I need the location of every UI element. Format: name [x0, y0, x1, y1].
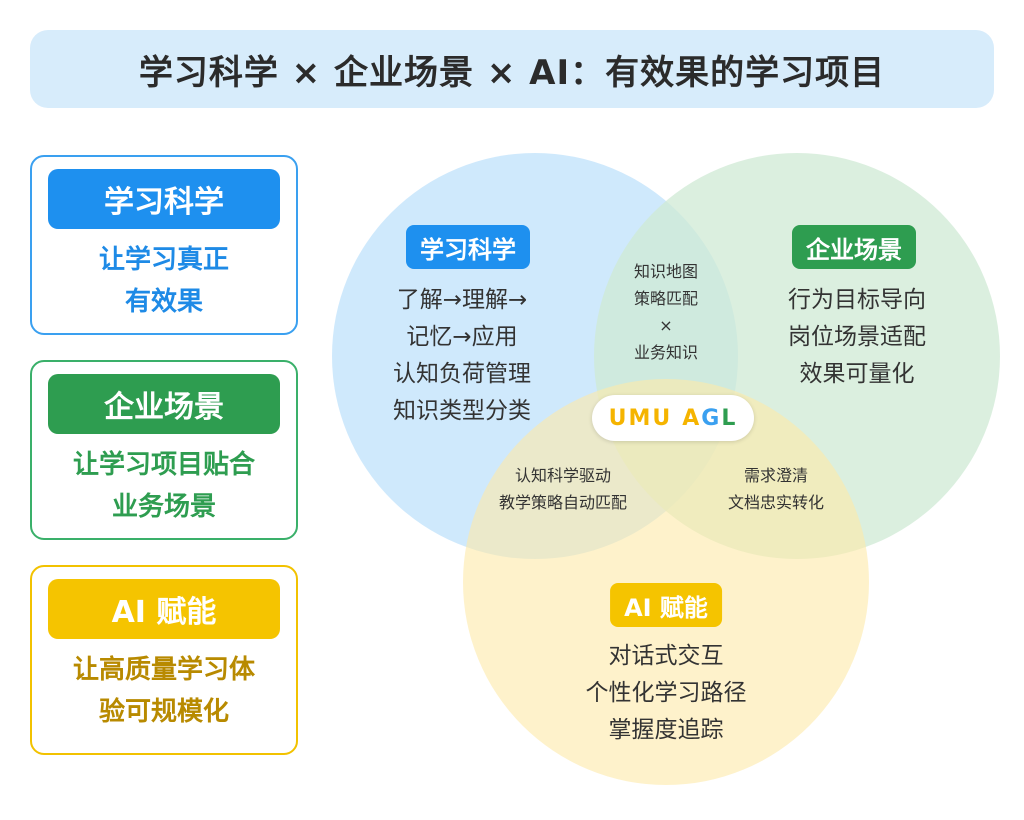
- venn-tag-learning-science: 学习科学: [406, 225, 530, 269]
- venn-items-learning-science: 了解→理解→ 记忆→应用 认知负荷管理 知识类型分类: [393, 287, 531, 424]
- venn-tag-business-scenario: 企业场景: [792, 225, 916, 269]
- card-desc-learning-science: 让学习真正 有效果: [98, 245, 229, 317]
- card-ai-enablement: AI 赋能 让高质量学习体 验可规模化: [30, 565, 298, 755]
- venn-overlap-business-ai: 需求澄清 文档忠实转化: [727, 466, 825, 512]
- venn-circle-ai-enablement: [463, 379, 869, 785]
- card-desc-business-scenario: 让学习项目贴合 业务场景: [72, 450, 255, 522]
- venn-items-business-scenario: 行为目标导向 岗位场景适配 效果可量化: [788, 287, 926, 387]
- venn-overlap-science-business: 知识地图 策略匹配 × 业务知识: [633, 262, 699, 362]
- card-desc-ai-enablement: 让高质量学习体 验可规模化: [72, 655, 255, 727]
- venn-overlap-science-ai: 认知科学驱动 教学策略自动匹配: [498, 466, 628, 512]
- card-tag-business-scenario: 企业场景: [48, 374, 280, 434]
- page-title: 学习科学 × 企业场景 × AI：有效果的学习项目: [30, 30, 994, 108]
- card-tag-ai-enablement: AI 赋能: [48, 579, 280, 639]
- card-tag-learning-science: 学习科学: [48, 169, 280, 229]
- venn-items-ai-enablement: 对话式交互 个性化学习路径 掌握度追踪: [585, 643, 747, 743]
- venn-tag-ai-enablement: AI 赋能: [610, 583, 722, 627]
- card-business-scenario: 企业场景 让学习项目贴合 业务场景: [30, 360, 298, 540]
- card-learning-science: 学习科学 让学习真正 有效果: [30, 155, 298, 335]
